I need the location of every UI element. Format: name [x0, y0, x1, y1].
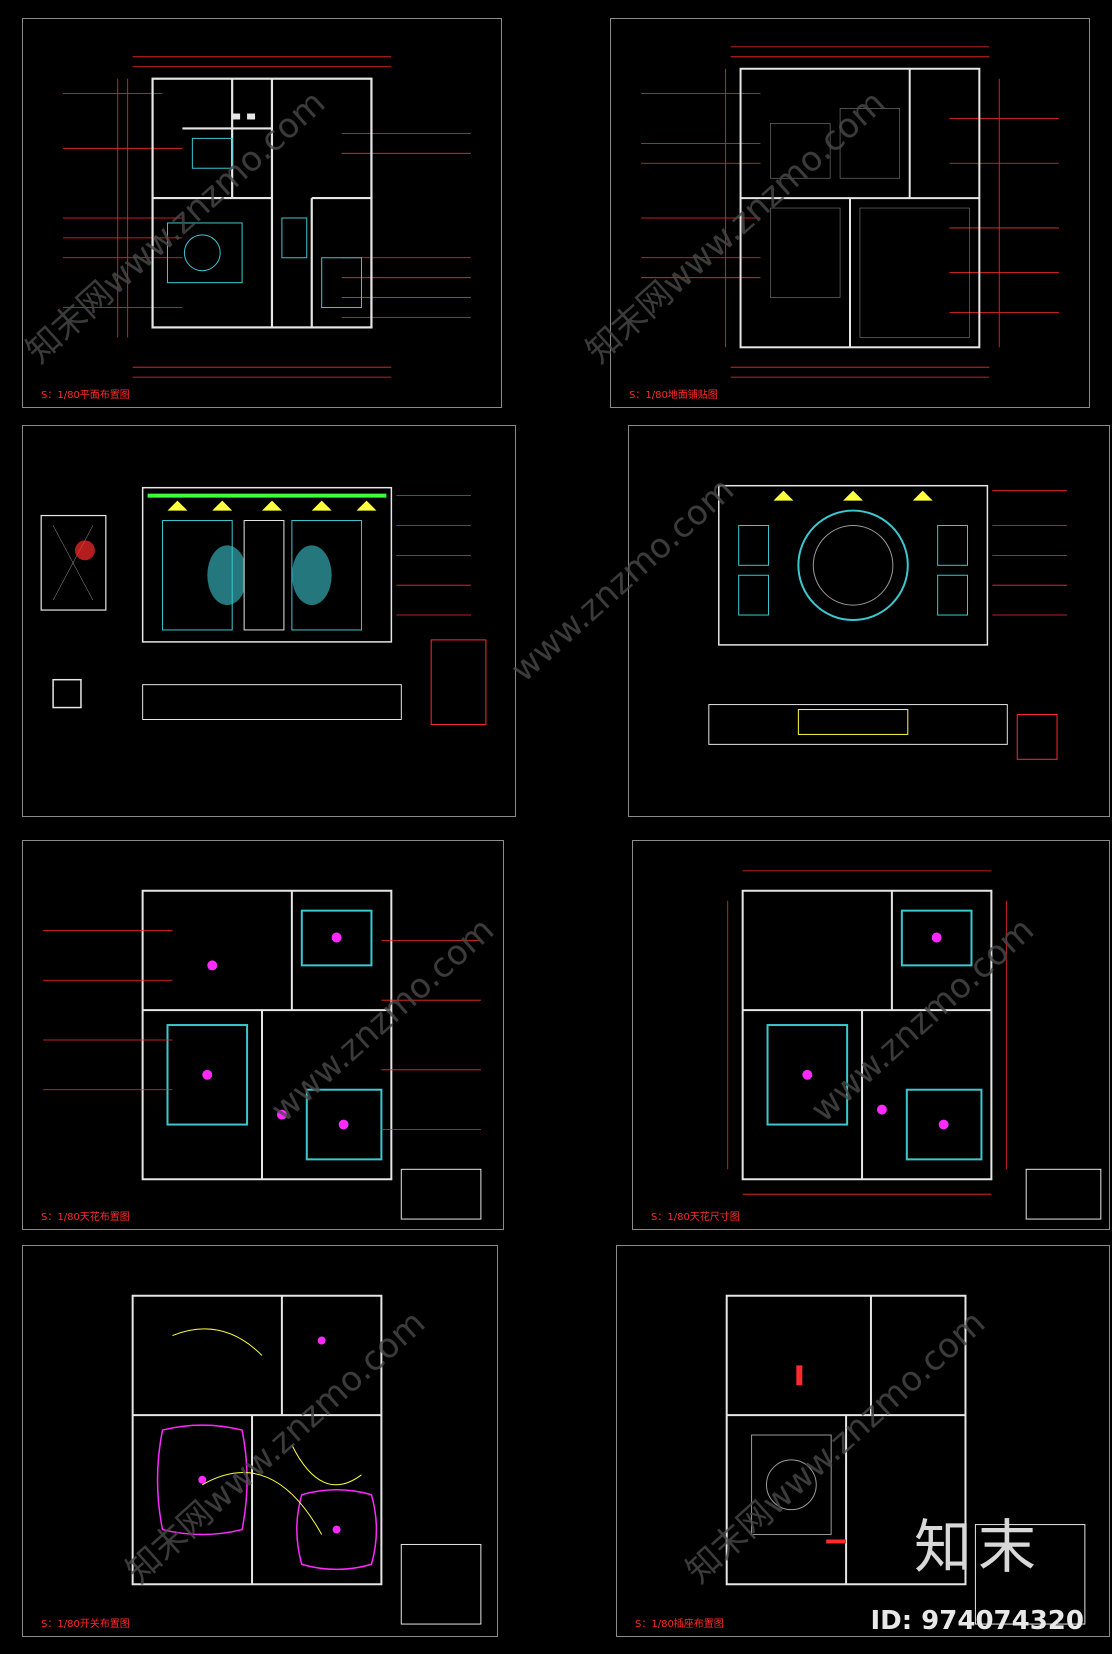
sheet-elevation-b: [628, 425, 1110, 817]
sheet-socket-layout: S：1/80插座布置图: [616, 1245, 1110, 1637]
sheet-elevation-a: [22, 425, 516, 817]
sheet-floor-plan: S：1/80平面布置图: [22, 18, 502, 408]
floor-tiling-drawing: [641, 46, 1059, 378]
floor-plan-scale-label: S：1/80平面布置图: [41, 390, 130, 401]
ceiling-dimensions-drawing: [727, 870, 1102, 1220]
sheet-switch-layout: S：1/80开关布置图: [22, 1245, 498, 1637]
sheet-ceiling-layout: S：1/80天花布置图: [22, 840, 504, 1230]
elevation-b-drawing: [708, 484, 1067, 760]
switch-layout-scale-label: S：1/80开关布置图: [41, 1619, 130, 1630]
sheet-floor-tiling: S：1/80地面铺贴图: [610, 18, 1090, 408]
switch-layout-drawing: [131, 1294, 482, 1625]
socket-layout-drawing: [725, 1294, 1086, 1625]
ceiling-layout-drawing: [43, 889, 482, 1220]
elevation-a-drawing: [40, 486, 487, 725]
socket-layout-scale-label: S：1/80插座布置图: [635, 1619, 724, 1630]
ceiling-layout-scale-label: S：1/80天花布置图: [41, 1212, 130, 1223]
ceiling-dimensions-scale-label: S：1/80天花尺寸图: [651, 1212, 740, 1223]
floor-tiling-scale-label: S：1/80地面铺贴图: [629, 390, 718, 401]
image-id-label: ID: 974074320: [870, 1606, 1084, 1636]
brand-logo: 知末: [913, 1513, 1042, 1581]
sheet-ceiling-dimensions: S：1/80天花尺寸图: [632, 840, 1110, 1230]
floor-plan-drawing: [63, 56, 471, 378]
